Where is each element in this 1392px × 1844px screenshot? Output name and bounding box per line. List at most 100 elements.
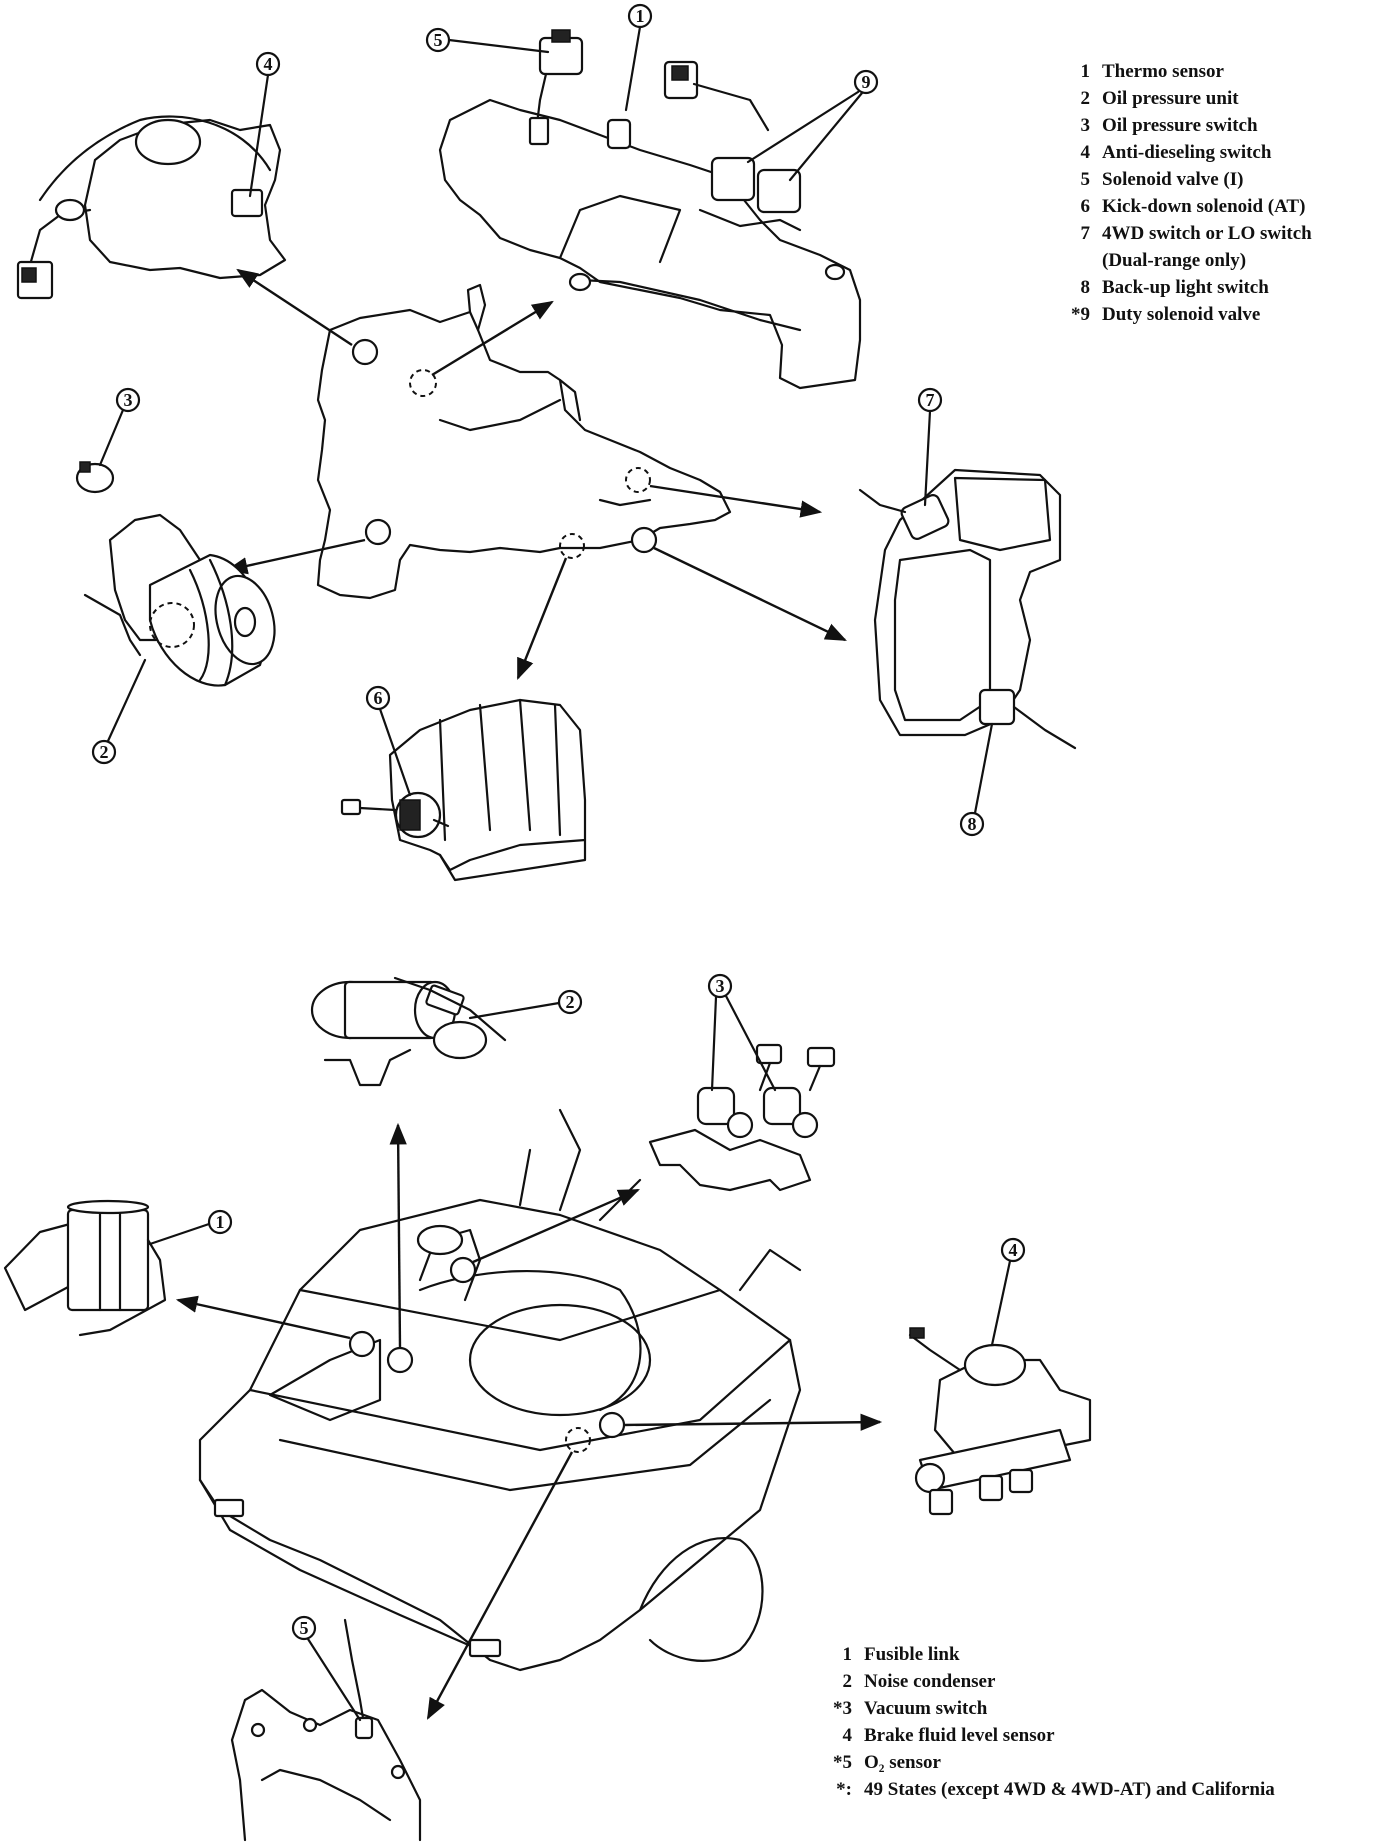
legend-item-number: *9 — [1071, 304, 1090, 325]
legend-item-number: *5 — [833, 1752, 852, 1773]
bottom-callout-2: 2 — [468, 989, 583, 1020]
svg-text:2: 2 — [100, 742, 109, 762]
legend-item-number: 1 — [1080, 61, 1091, 82]
locator-dashed-circle — [625, 467, 651, 493]
svg-text:2: 2 — [566, 992, 575, 1012]
locator-circle-3 — [630, 526, 658, 554]
legend-item-label: (Dual-range only) — [1102, 250, 1247, 271]
legend-item: (Dual-range only) — [1060, 247, 1312, 274]
bottom-arrows — [175, 1122, 883, 1720]
bottom-callout-1: 1 — [148, 1209, 233, 1246]
svg-text:3: 3 — [716, 976, 725, 996]
callout-3: 3 — [98, 387, 141, 467]
legend-item-number: 4 — [1080, 142, 1091, 163]
bottom-callout-3: 3 — [707, 973, 777, 1092]
locator-dashed-circle — [559, 533, 585, 559]
legend-item-label: Duty solenoid valve — [1102, 304, 1261, 325]
carburetor-assembly — [16, 115, 287, 300]
legend-item: 3 Oil pressure switch — [1060, 112, 1312, 139]
legend-item-label: 4WD switch or LO switch — [1102, 223, 1312, 244]
legend-item-number: *3 — [833, 1698, 852, 1719]
legend-item-label: O₂ sensor — [864, 1752, 941, 1773]
svg-text:1: 1 — [636, 6, 645, 26]
svg-text:8: 8 — [968, 814, 977, 834]
callout-4: 4 — [248, 51, 281, 198]
intake-manifold-assembly — [438, 29, 862, 390]
legend-item: 1 Fusible link — [822, 1641, 1275, 1668]
legend-item-number: 4 — [842, 1725, 853, 1746]
legend-item-label: Noise condenser — [864, 1671, 996, 1692]
locator-circle-6 — [386, 1346, 414, 1374]
transfer-case-assembly — [858, 468, 1077, 750]
oil-filter-assembly — [75, 461, 276, 687]
legend-item-number: *: — [836, 1779, 852, 1800]
transmission-case-kickdown — [340, 698, 587, 882]
fusible-link-box — [3, 1199, 167, 1337]
svg-text:5: 5 — [300, 1618, 309, 1638]
svg-text:6: 6 — [374, 688, 383, 708]
locator-circle-5 — [348, 1330, 376, 1358]
legend-item-number: 7 — [1080, 223, 1091, 244]
vehicle-engine-bay-outline — [198, 1108, 802, 1672]
top-callouts: 1 5 9 4 3 2 6 — [91, 3, 994, 837]
legend-item-label: Thermo sensor — [1102, 61, 1224, 82]
bottom-callout-4: 4 — [990, 1237, 1026, 1347]
callout-9: 9 — [746, 69, 879, 182]
legend-item-number — [1060, 247, 1102, 274]
legend-bottom: 1 Fusible link 2 Noise condenser *3 Vacuum sw… — [822, 1641, 1275, 1803]
locator-circle-1 — [351, 338, 379, 366]
legend-item: *5 O₂ sensor — [822, 1749, 1275, 1776]
legend-item-label: 49 States (except 4WD & 4WD-AT) and Cali… — [864, 1779, 1275, 1800]
bottom-callouts: 1 2 3 4 5 — [148, 973, 1026, 1722]
legend-item: 6 Kick-down solenoid (AT) — [1060, 193, 1312, 220]
legend-item-label: Anti-dieseling switch — [1102, 142, 1272, 163]
callout-6: 6 — [365, 685, 412, 797]
top-arrows — [225, 268, 847, 681]
callout-7: 7 — [917, 387, 943, 507]
brake-master-cylinder — [908, 1327, 1092, 1516]
locator-circle-7 — [598, 1411, 626, 1439]
engine-transmission-outline — [316, 283, 732, 600]
legend-item: 7 4WD switch or LO switch — [1060, 220, 1312, 247]
bottom-callout-5: 5 — [291, 1615, 362, 1722]
legend-item: 1 Thermo sensor — [1060, 58, 1312, 85]
legend-item: 2 Noise condenser — [822, 1668, 1275, 1695]
legend-item: 4 Brake fluid level sensor — [822, 1722, 1275, 1749]
vacuum-switch-assembly — [648, 1043, 836, 1192]
legend-item-label: Vacuum switch — [864, 1698, 988, 1719]
svg-text:5: 5 — [434, 30, 443, 50]
legend-item-label: Back-up light switch — [1102, 277, 1269, 298]
legend-item-number: 2 — [842, 1671, 853, 1692]
callout-8: 8 — [959, 722, 994, 837]
legend-item-number: 1 — [842, 1644, 853, 1665]
legend-item-label: Fusible link — [864, 1644, 960, 1665]
locator-circle-2 — [364, 518, 392, 546]
svg-text:4: 4 — [264, 54, 273, 74]
legend-item: *9 Duty solenoid valve — [1060, 301, 1312, 328]
legend-item: *3 Vacuum switch — [822, 1695, 1275, 1722]
svg-text:4: 4 — [1009, 1240, 1018, 1260]
legend-item: *: 49 States (except 4WD & 4WD-AT) and Ca… — [822, 1776, 1275, 1803]
callout-5: 5 — [425, 27, 550, 54]
legend-item-label: Brake fluid level sensor — [864, 1725, 1055, 1746]
svg-text:9: 9 — [862, 72, 871, 92]
locator-circle-4 — [449, 1256, 477, 1284]
locator-dashed-circle — [565, 1427, 591, 1453]
legend-item: 4 Anti-dieseling switch — [1060, 139, 1312, 166]
svg-text:7: 7 — [926, 390, 935, 410]
legend-item-label: Solenoid valve (I) — [1102, 169, 1244, 190]
legend-item-number: 3 — [1080, 115, 1091, 136]
legend-item-label: Oil pressure switch — [1102, 115, 1258, 136]
ignition-coil-condenser — [310, 976, 507, 1087]
legend-item-number: 6 — [1080, 196, 1091, 217]
legend-item-label: Kick-down solenoid (AT) — [1102, 196, 1306, 217]
legend-item: 5 Solenoid valve (I) — [1060, 166, 1312, 193]
locator-dashed-circle — [409, 369, 437, 397]
callout-2: 2 — [91, 658, 147, 765]
legend-item-number: 2 — [1080, 88, 1091, 109]
legend-item-label: Oil pressure unit — [1102, 88, 1239, 109]
svg-text:3: 3 — [124, 390, 133, 410]
legend-item-number: 5 — [1080, 169, 1091, 190]
